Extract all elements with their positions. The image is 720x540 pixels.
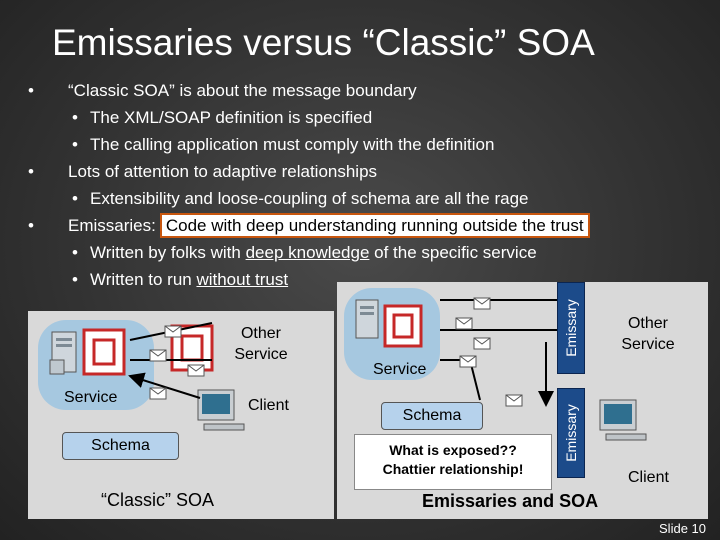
sub-bullet-item: • The XML/SOAP definition is specified [28, 104, 590, 131]
underlined-phrase: deep knowledge [245, 243, 370, 262]
other-service-label-right: Other Service [621, 315, 675, 353]
client-label: Client [248, 397, 289, 414]
bullet-dot: • [72, 135, 78, 154]
schema-scroll: Schema [62, 432, 179, 460]
sub-bullet-item: • Extensibility and loose-coupling of sch… [28, 185, 590, 212]
bullet-item: • Lots of attention to adaptive relations… [28, 158, 590, 185]
server-icon [49, 331, 77, 375]
application-icon [82, 328, 126, 376]
classic-soa-caption: “Classic” SOA [101, 490, 215, 510]
bullet-dot: • [72, 243, 78, 262]
bullet-text: Emissaries: [68, 216, 156, 235]
client-computer-icon [197, 389, 245, 431]
sub-bullet-item: • Written by folks with deep knowledge of… [28, 239, 590, 266]
exposure-note: What is exposed?? Chattier relationship! [354, 434, 552, 490]
bullet-text: of the specific service [369, 243, 537, 262]
emissary-bottom-bar: Emissary [557, 388, 585, 478]
bullet-text: “Classic SOA” is about the message bound… [68, 81, 417, 100]
service-label: Service [64, 389, 118, 406]
highlighted-phrase: Code with deep understanding running out… [159, 213, 590, 238]
bullet-dot: • [72, 270, 78, 289]
emissaries-soa-caption: Emissaries and SOA [422, 491, 599, 511]
bullet-item: • “Classic SOA” is about the message boun… [28, 77, 590, 104]
slide-number: Slide 10 [659, 521, 706, 536]
bullet-dot: • [28, 81, 34, 100]
application-icon-right [383, 304, 423, 348]
service-label-right: Service [373, 361, 427, 378]
message-icon [149, 297, 523, 407]
sub-bullet-item: • Written to run without trust [28, 266, 590, 293]
arrow [128, 372, 201, 399]
bullet-item: • Emissaries:Code with deep understanding… [28, 212, 590, 239]
bullet-text: Written by folks with [90, 243, 246, 262]
bullet-text: Lots of attention to adaptive relationsh… [68, 162, 378, 181]
bullet-dot: • [28, 216, 34, 235]
note-line-1: What is exposed?? [389, 442, 517, 458]
bullet-dot: • [72, 189, 78, 208]
other-service-label: Other Service [234, 325, 288, 363]
schema-scroll-right: Schema [381, 402, 483, 430]
bullet-dot: • [72, 108, 78, 127]
bullet-list: • “Classic SOA” is about the message boun… [28, 77, 590, 293]
bullet-text: The calling application must comply with… [90, 135, 495, 154]
bullet-text: The XML/SOAP definition is specified [90, 108, 373, 127]
other-service-computer-icon [599, 399, 647, 441]
underlined-phrase: without trust [196, 270, 289, 289]
bullet-text: Written to run [90, 270, 197, 289]
emissary-top-bar: Emissary [557, 282, 585, 374]
client-label-right: Client [628, 469, 669, 486]
sub-bullet-item: • The calling application must comply wit… [28, 131, 590, 158]
bullet-text: Extensibility and loose-coupling of sche… [90, 189, 529, 208]
server-icon-right [355, 299, 379, 339]
bullet-dot: • [28, 162, 34, 181]
note-line-2: Chattier relationship! [382, 461, 524, 477]
slide-title: Emissaries versus “Classic” SOA [52, 22, 595, 63]
